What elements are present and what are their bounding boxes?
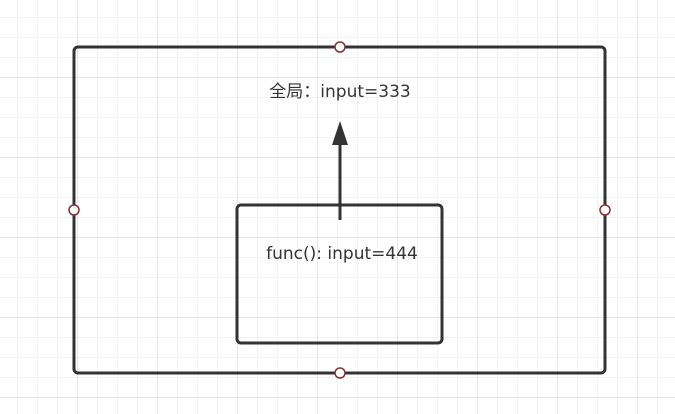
connection-handle-right[interactable]	[599, 204, 611, 216]
connection-handle-left[interactable]	[68, 204, 80, 216]
arrow-head-icon	[332, 121, 348, 145]
connection-handle-top[interactable]	[334, 41, 346, 53]
connection-handle-bottom[interactable]	[334, 367, 346, 379]
inner-function-box[interactable]	[235, 203, 444, 345]
function-scope-label: func(): input=444	[266, 244, 418, 264]
global-scope-label: 全局：input=333	[269, 82, 410, 102]
